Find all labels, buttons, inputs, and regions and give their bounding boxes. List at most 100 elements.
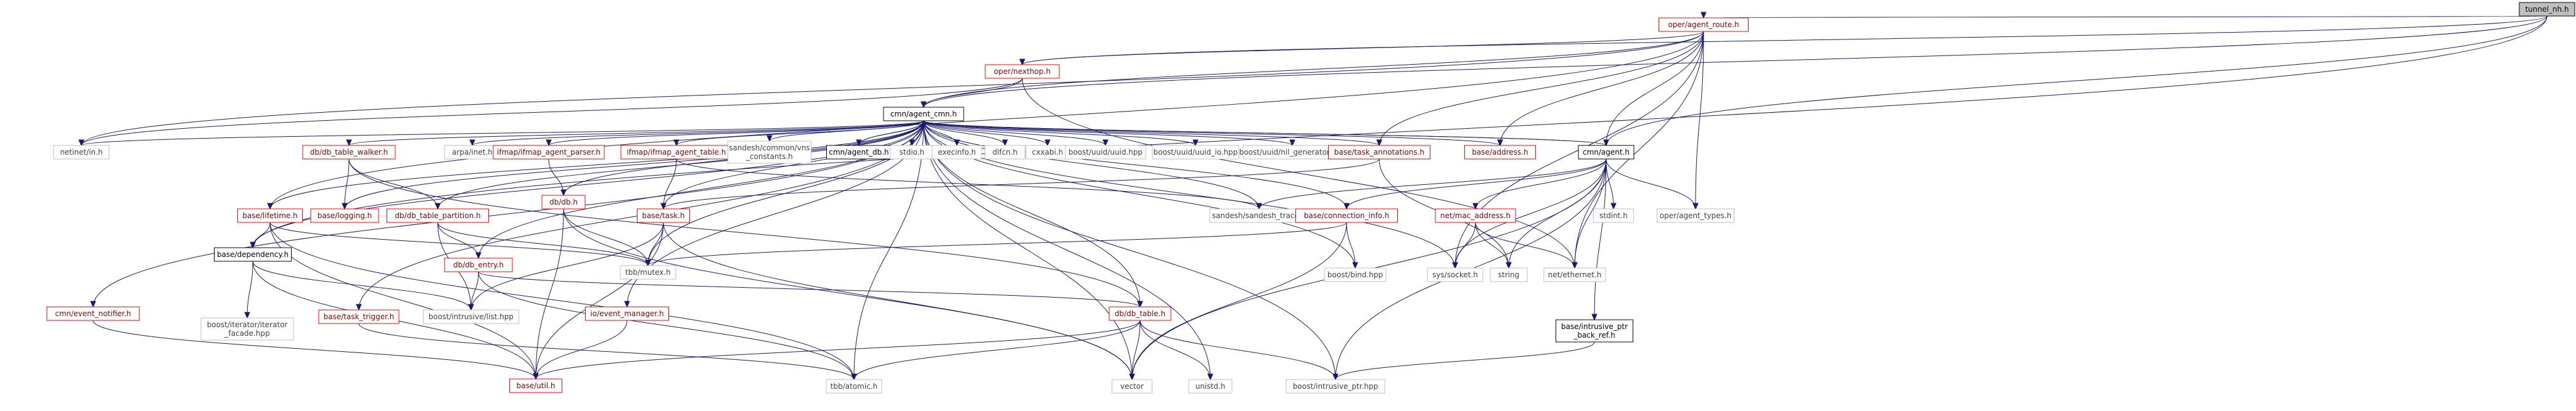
include-edge — [923, 120, 1339, 381]
node-base-task[interactable]: base/task.h — [637, 208, 690, 223]
include-edge — [478, 271, 1143, 308]
include-edge — [250, 222, 271, 249]
node-sandesh-trace: sandesh/sandesh_trace.h — [1209, 208, 1309, 223]
node-label: unistd.h — [1196, 382, 1226, 391]
include-edge — [244, 261, 253, 319]
node-net-ethernet: net/ethernet.h — [1543, 267, 1606, 282]
include-edge — [78, 31, 1704, 147]
node-label: string — [1498, 271, 1519, 279]
include-edge — [923, 120, 1109, 147]
include-edge — [1497, 31, 1704, 147]
node-label: tbb/atomic.h — [831, 382, 877, 391]
include-edge — [923, 120, 1503, 147]
node-db-entry[interactable]: db/db_entry.h — [444, 258, 513, 272]
include-edge — [546, 120, 924, 147]
node-cxxabi: cxxabi.h — [1025, 145, 1070, 160]
node-tbb-atomic: tbb/atomic.h — [826, 379, 882, 394]
node-db-db[interactable]: db/db.h — [541, 195, 586, 210]
include-edge — [1129, 320, 1141, 381]
node-iterator-facade: boost/iterator/iterator_facade.hpp — [200, 317, 294, 341]
include-edge — [1452, 222, 1476, 269]
node-intrusive-ptr-back-ref[interactable]: base/intrusive_ptr_back_ref.h — [1556, 319, 1633, 343]
node-label: cmn/agent_db.h — [829, 148, 888, 157]
include-edge — [1606, 158, 1699, 210]
include-edge — [923, 120, 1262, 210]
node-label: boost/uuid/uuid.hpp — [1069, 148, 1142, 157]
node-label: base/task_trigger.h — [324, 312, 395, 321]
node-label: _facade.hpp — [224, 329, 269, 338]
node-base-connection-info[interactable]: base/connection_info.h — [1295, 208, 1398, 223]
node-label: tbb/mutex.h — [625, 268, 671, 277]
node-db-table-walker[interactable]: db/db_table_walker.h — [302, 145, 396, 160]
node-base-task-annotations[interactable]: base/task_annotations.h — [1328, 145, 1430, 160]
node-label: tunnel_nh.h — [2525, 5, 2569, 14]
node-net-mac-address[interactable]: net/mac_address.h — [1435, 208, 1516, 223]
node-tbb-mutex: tbb/mutex.h — [620, 265, 676, 280]
node-cmn-agent-db[interactable]: cmn/agent_db.h — [826, 145, 892, 160]
include-edge — [475, 120, 924, 259]
include-edge — [660, 158, 1380, 210]
node-ifmap-agent-parser[interactable]: ifmap/ifmap_agent_parser.h — [493, 145, 605, 160]
node-label: netinet/in.h — [60, 148, 102, 157]
node-cmn-event-notifier[interactable]: cmn/event_notifier.h — [46, 306, 140, 321]
node-label: base/connection_info.h — [1304, 211, 1389, 220]
node-base-task-trigger[interactable]: base/task_trigger.h — [318, 309, 400, 324]
node-label: oper/nexthop.h — [994, 67, 1051, 76]
node-label: base/task.h — [642, 211, 684, 220]
node-agent-route[interactable]: oper/agent_route.h — [1659, 17, 1749, 32]
include-edge — [1129, 222, 1347, 381]
node-label: execinfo.h — [938, 148, 976, 157]
node-uuid-io: boost/uuid/uuid_io.hpp — [1152, 145, 1239, 160]
node-base-logging[interactable]: base/logging.h — [310, 208, 379, 223]
node-intrusive-list: boost/intrusive/list.hpp — [423, 309, 519, 324]
node-label: boost/uuid/nil_generator.hpp — [1239, 148, 1346, 157]
node-label: base/lifetime.h — [242, 211, 297, 220]
node-stdio: stdio.h — [890, 145, 934, 160]
include-edge — [1139, 320, 1213, 381]
include-edge — [92, 320, 539, 380]
include-edge — [437, 222, 482, 259]
node-label: db/db_table.h — [1115, 309, 1165, 318]
node-label: sandesh/sandesh_trace.h — [1212, 211, 1306, 220]
include-edge — [1332, 341, 1595, 381]
include-edge — [1472, 158, 1607, 210]
include-edge — [358, 323, 857, 381]
node-label: oper/agent_types.h — [1660, 211, 1731, 220]
include-edge — [1019, 31, 1704, 66]
node-base-lifetime[interactable]: base/lifetime.h — [237, 208, 303, 223]
node-label: sys/socket.h — [1432, 271, 1478, 279]
include-edge — [923, 120, 1135, 381]
include-edge — [346, 120, 924, 147]
node-label: db/db_entry.h — [453, 261, 504, 269]
node-cmn-agent[interactable]: cmn/agent.h — [1578, 145, 1635, 160]
include-edge — [923, 120, 1213, 381]
include-edge — [923, 120, 1051, 147]
include-edge — [533, 222, 664, 380]
node-label: ifmap/ifmap_agent_table.h — [627, 148, 726, 157]
node-ifmap-agent-table[interactable]: ifmap/ifmap_agent_table.h — [620, 145, 732, 160]
include-edge — [1475, 222, 1512, 269]
include-edge — [923, 120, 1199, 147]
include-edge — [1346, 222, 1358, 269]
node-io-event-manager[interactable]: io/event_manager.h — [585, 306, 669, 321]
node-nexthop[interactable]: oper/nexthop.h — [985, 64, 1060, 79]
node-base-util[interactable]: base/util.h — [509, 378, 562, 393]
node-cmn-agent-cmn[interactable]: cmn/agent_cmn.h — [883, 107, 964, 121]
node-db-table[interactable]: db/db_table.h — [1109, 306, 1171, 321]
include-edge — [851, 320, 1141, 381]
node-label: sandesh/common/vns — [729, 144, 810, 152]
node-label: base/logging.h — [318, 211, 372, 220]
node-execinfo: execinfo.h — [932, 145, 982, 160]
node-oper-agent-types: oper/agent_types.h — [1657, 208, 1734, 223]
node-db-table-partition[interactable]: db/db_table_partition.h — [387, 208, 489, 223]
include-edge — [1256, 158, 1607, 210]
graph-nodes: tunnel_nh.h oper/agent_route.h oper/nextho… — [46, 2, 2575, 394]
node-base-dependency[interactable]: base/dependency.h — [214, 247, 292, 262]
include-edge — [1343, 158, 1607, 210]
node-base-address[interactable]: base/address.h — [1464, 145, 1536, 160]
include-edge — [923, 120, 1295, 147]
node-stdint: stdint.h — [1593, 208, 1634, 223]
node-sys-socket: sys/socket.h — [1427, 267, 1483, 282]
include-edge — [1591, 158, 1607, 321]
node-label: net/mac_address.h — [1440, 211, 1511, 220]
